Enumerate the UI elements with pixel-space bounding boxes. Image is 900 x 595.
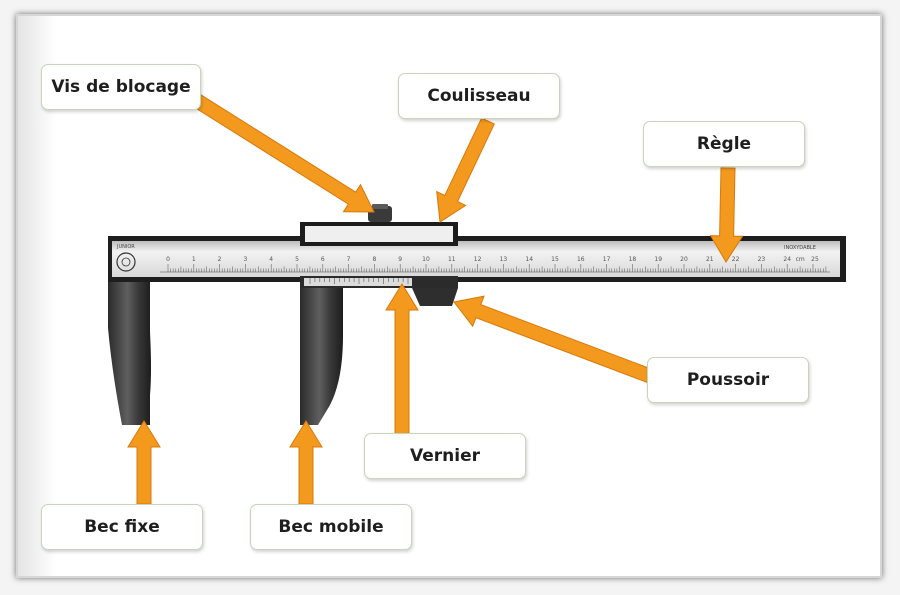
arrow-bec-fixe (127, 420, 161, 505)
label-poussoir: Poussoir (647, 357, 809, 403)
label-coulisseau: Coulisseau (398, 73, 560, 119)
ruler-tick-label: 21 (706, 256, 714, 263)
fixed-jaw (108, 278, 151, 425)
ruler-tick-label: 23 (758, 256, 766, 263)
arrow-poussoir (453, 295, 654, 384)
pusher-knob (412, 288, 458, 306)
ruler-tick-label: cm (796, 256, 805, 263)
ruler-tick-label: 12 (474, 256, 482, 263)
ruler-tick-label: 3 (243, 256, 247, 263)
arrow-bec-mobile (289, 420, 323, 505)
ruler-tick-label: 0 (166, 256, 170, 263)
ruler-tick-label: 4 (269, 256, 273, 263)
ruler-tick-label: 1 (192, 256, 196, 263)
label-regle: Règle (643, 121, 805, 167)
arrow-coulisseau (436, 117, 495, 223)
ruler-tick-label: 14 (525, 256, 533, 263)
ruler-tick-label: 8 (372, 256, 376, 263)
brand-left: JUNIOR (116, 244, 135, 250)
ruler-tick-label: 10 (422, 256, 430, 263)
ruler-tick-label: 24 (783, 256, 791, 263)
ruler-tick-label: 18 (629, 256, 637, 263)
ruler-tick-label: 7 (347, 256, 351, 263)
callout-arrows (127, 93, 744, 505)
movable-jaw (300, 286, 343, 425)
ruler-tick-label: 13 (500, 256, 508, 263)
label-vernier: Vernier (364, 433, 526, 479)
ruler-tick-label: 15 (551, 256, 559, 263)
arrow-vernier (385, 283, 419, 435)
ruler-tick-label: 11 (448, 256, 456, 263)
ruler-tick-label: 5 (295, 256, 299, 263)
label-vis-de-blocage: Vis de blocage (41, 64, 201, 110)
ruler-tick-label: 19 (654, 256, 662, 263)
ruler-tick-label: 6 (321, 256, 325, 263)
ruler-tick-label: 25 (811, 256, 819, 263)
caliper-logo (116, 252, 136, 272)
locking-screw (368, 206, 392, 222)
ruler-tick-label: 9 (398, 256, 402, 263)
ruler-tick-label: 2 (218, 256, 222, 263)
ruler-ticks (167, 264, 827, 272)
brand-right: INOXYDABLE (784, 245, 816, 251)
arrow-regle (709, 167, 744, 263)
label-bec-mobile: Bec mobile (250, 504, 412, 550)
label-bec-fixe: Bec fixe (41, 504, 203, 550)
ruler-tick-label: 20 (680, 256, 688, 263)
ruler-tick-label: 22 (732, 256, 740, 263)
vernier-ticks (309, 278, 409, 284)
ruler-tick-label: 17 (603, 256, 611, 263)
ruler-tick-label: 16 (577, 256, 585, 263)
arrow-vis-de-blocage (191, 93, 375, 213)
